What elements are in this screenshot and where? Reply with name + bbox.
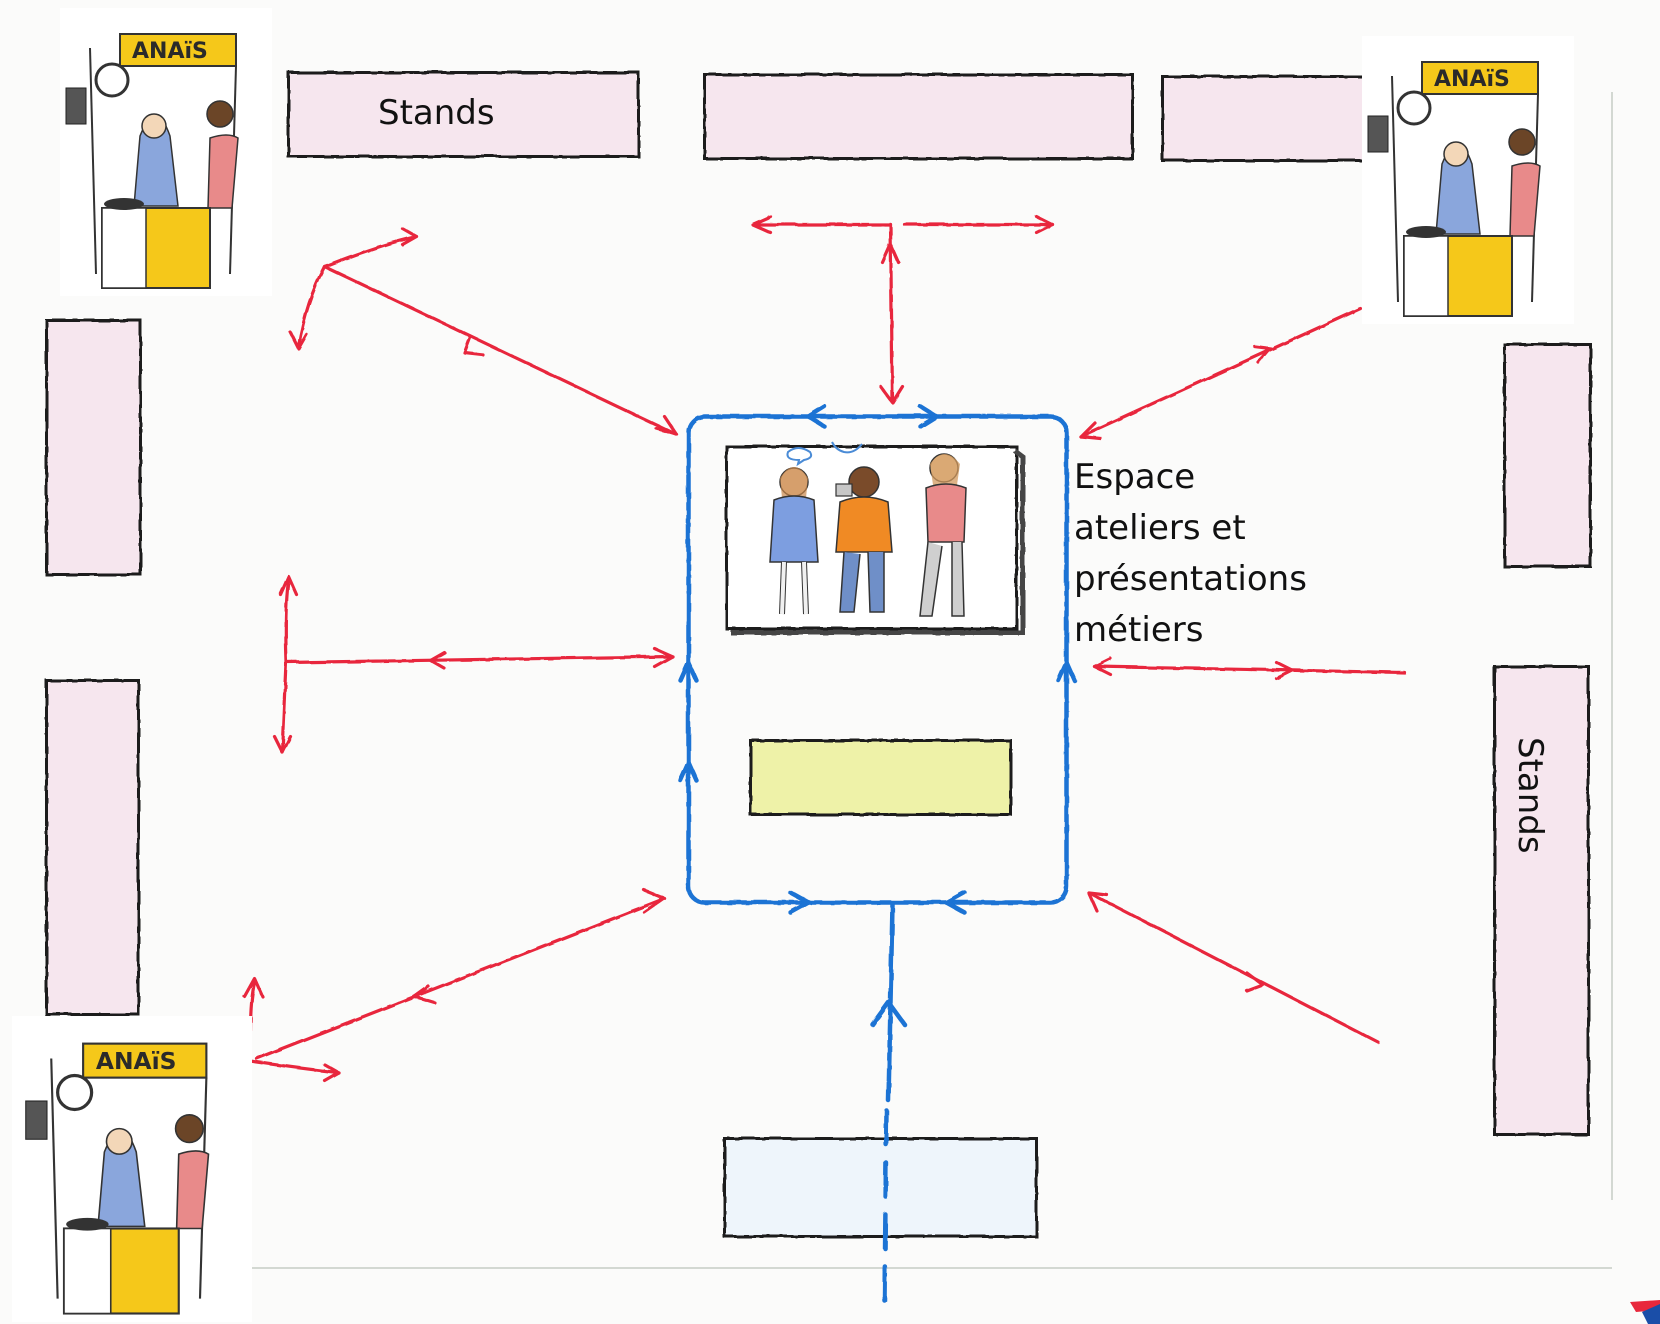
workshop-label-line-4: métiers [1074,610,1204,650]
workshop-label-line-2: ateliers et [1074,508,1246,548]
workshop-area-label: Espace ateliers et présentations métiers [1074,452,1334,656]
entrance-desk [722,1136,1038,1238]
food-stall-illustration-top-left: ANAïS [60,8,272,296]
food-stall-illustration-top-right: ANAïS [1362,36,1574,324]
stand-top-1 [286,70,640,158]
stands-right-label: Stands [1510,737,1550,854]
room-outline [44,92,1613,1269]
stall-sign-text: ANAïS [1434,67,1510,92]
stand-blocks [44,70,1592,1238]
stage-block [748,738,1012,816]
workshop-people-illustration [748,438,992,620]
stall-sign-text: ANAïS [132,39,208,64]
stall-sign-text: ANAïS [96,1047,177,1075]
workshop-label-line-3: présentations [1074,559,1307,599]
stand-top-2 [702,72,1134,160]
stands-top-label: Stands [378,93,495,133]
logo-mark [1630,1300,1660,1324]
stand-top-3 [1160,74,1374,162]
blue-circuit [677,403,1077,1303]
stand-right-1 [1502,342,1592,568]
stand-left-1 [44,318,142,576]
stand-left-2 [44,678,140,1016]
workshop-label-line-1: Espace [1074,457,1196,497]
stand-right-2 [1492,664,1590,1136]
food-stall-illustration-bottom-left: ANAïS [12,1016,252,1322]
